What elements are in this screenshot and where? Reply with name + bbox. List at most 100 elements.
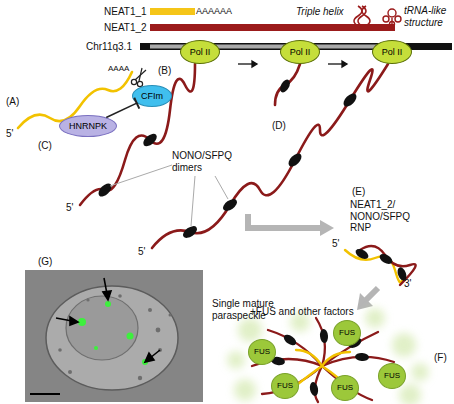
leader-line [191, 176, 195, 226]
triple-helix-icon [354, 6, 370, 26]
node-text: FUS [337, 384, 353, 392]
micrograph [78, 301, 148, 365]
trna-like-icon [390, 22, 395, 27]
leader-line [215, 176, 228, 199]
node-text: FUS [277, 382, 293, 390]
fus-circle: FUS [331, 375, 359, 401]
micrograph [68, 370, 72, 374]
micrograph [138, 376, 142, 380]
fus-circle: FUS [378, 363, 406, 389]
nono-sfpq-dimer [96, 78, 359, 240]
fus-circle: FUS [271, 373, 299, 399]
polymerase-ellipse: Pol II [372, 40, 412, 64]
neat1-2-rna [275, 64, 300, 105]
triple-helix-icon [362, 6, 370, 26]
process-arrow [366, 288, 378, 300]
connector-line [106, 103, 137, 117]
trna-like-icon [388, 9, 396, 17]
node-text: Pol II [382, 48, 403, 57]
process-arrow [357, 293, 373, 310]
micrograph [66, 296, 138, 360]
direction-arrow [328, 63, 342, 64]
direction-arrow [238, 63, 252, 64]
node-text: HNRNPK [69, 122, 107, 131]
leader-line [110, 165, 228, 226]
annotation-label: (A) [6, 96, 19, 108]
rnp-complex [378, 252, 394, 266]
process-arrow [320, 220, 334, 236]
micrograph [105, 301, 111, 307]
direction-arrow [342, 61, 347, 67]
micrograph [169, 314, 172, 317]
micrograph [56, 278, 160, 362]
trna-like-icon [383, 9, 401, 30]
annotation-label: +FUS and other factors [250, 306, 354, 318]
node-text: FUS [384, 372, 400, 380]
micrograph [25, 270, 203, 402]
neat1-2-bar [150, 24, 395, 31]
annotation-label: NEAT1_2/ NONO/SFPQ RNP [350, 199, 410, 234]
paraspeckle-glow [392, 333, 416, 357]
neat1-2-rna [80, 64, 388, 248]
node-text: CFIm [141, 92, 163, 101]
paraspeckle-core [319, 329, 328, 344]
micrograph [94, 346, 98, 350]
annotation-label: 3' [404, 278, 411, 290]
polymerase-ellipse: Pol II [180, 40, 220, 64]
paraspeckle-core [268, 330, 322, 366]
paraspeckle-core [322, 352, 350, 366]
paraspeckle-core [252, 318, 394, 402]
annotation-label: NEAT1_2 [104, 22, 147, 34]
micrograph [30, 393, 60, 395]
nono-sfpq-dimer [221, 197, 239, 214]
micrograph [70, 317, 78, 325]
neat1-1-bar [150, 8, 195, 15]
paraspeckle-glow [234, 379, 256, 401]
polymerase-ellipse: Pol II [280, 40, 320, 64]
leader-line [110, 165, 172, 186]
paraspeckle-core [252, 318, 394, 402]
scissors-icon [131, 68, 146, 87]
annotation-label: 5' [332, 238, 339, 250]
scissors-icon [139, 68, 142, 81]
micrograph [127, 333, 134, 340]
annotation-label: 5' [138, 246, 145, 258]
micrograph [46, 286, 178, 390]
annotation-label: (C) [38, 140, 52, 152]
trna-like-icon [391, 18, 392, 30]
annotation-label: (F) [434, 352, 447, 364]
paraspeckle-glow [411, 363, 429, 381]
trna-like-icon [383, 16, 389, 22]
micrograph [156, 328, 161, 333]
nono-sfpq-dimer [341, 91, 359, 109]
paraspeckle-core [296, 350, 322, 366]
micrograph [25, 270, 203, 402]
node-text: Pol II [290, 48, 311, 57]
nono-sfpq-dimer [278, 78, 292, 94]
rnp-complex [345, 250, 402, 282]
annotation-label: Triple helix [296, 6, 344, 18]
paraspeckle-glow [365, 308, 385, 328]
fus-circle: FUS [248, 339, 276, 365]
annotation-label: (G) [38, 256, 52, 268]
micrograph [58, 294, 171, 380]
node-text: FUS [254, 348, 270, 356]
nono-sfpq-dimer [96, 181, 114, 199]
protein-ellipse: HNRNPK [59, 115, 117, 137]
micrograph [145, 353, 154, 362]
paraspeckle-glow [227, 351, 245, 369]
micrograph [118, 294, 122, 298]
node-text: FUS [339, 329, 355, 337]
paraspeckle-glow [227, 308, 429, 404]
scissors-icon [131, 79, 136, 84]
protein-ellipse: CFIm [132, 85, 172, 107]
rnp-complex [354, 247, 370, 261]
annotation-label: tRNA-like structure [404, 5, 454, 28]
direction-arrow [252, 61, 257, 67]
micrograph [86, 298, 89, 301]
paraspeckle-core [298, 366, 322, 384]
annotation-label: (E) [352, 186, 365, 198]
annotation-label: Chr11q3.1 [86, 41, 132, 53]
annotation-label: NEAT1_1 [104, 6, 147, 18]
